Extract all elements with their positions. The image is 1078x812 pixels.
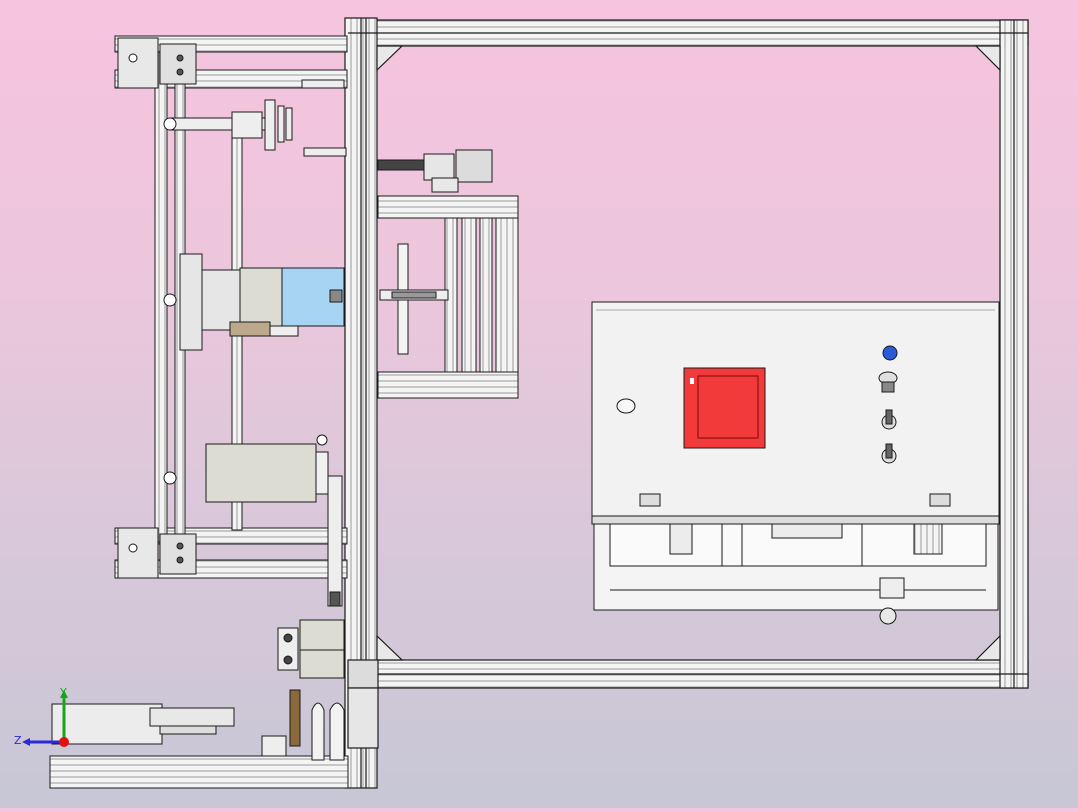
stepper-motor [377, 149, 493, 193]
indicator-lamp-icon[interactable] [882, 345, 898, 361]
selector-switch-icon[interactable] [881, 409, 897, 430]
red-control-box[interactable] [683, 367, 766, 449]
control-panel[interactable] [591, 301, 1000, 625]
z-axis-label: Z [14, 734, 22, 747]
mushroom-button-icon[interactable] [878, 371, 898, 393]
y-axis-label: Y [59, 686, 67, 699]
lower-actuator [163, 434, 343, 607]
push-button-icon[interactable] [616, 398, 636, 414]
main-frame [344, 17, 1029, 789]
top-rod-assembly [163, 79, 347, 157]
gripper-unit [163, 253, 345, 351]
coordinate-triad-icon: Y Z [14, 686, 69, 747]
bottom-clamp-block [277, 619, 345, 679]
inner-bracket-frame [377, 195, 519, 399]
bottom-left-assembly [49, 689, 349, 789]
selector-switch-2-icon[interactable] [881, 443, 897, 464]
